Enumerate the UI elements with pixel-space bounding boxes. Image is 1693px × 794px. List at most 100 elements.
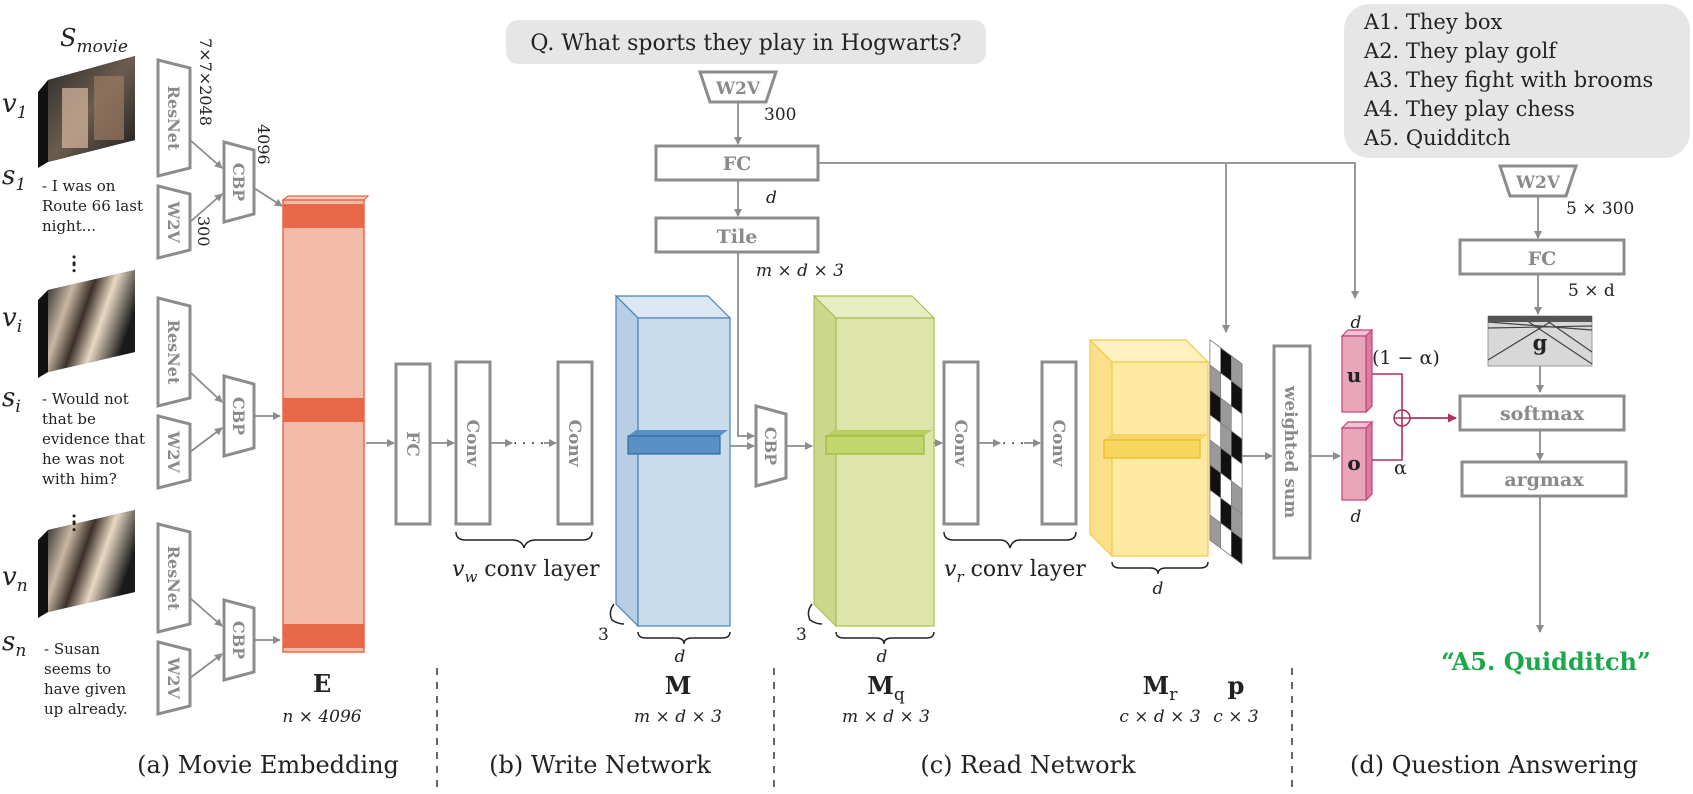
svg-text:u: u (1347, 363, 1362, 387)
Mr-label: Mr (1143, 671, 1179, 705)
svg-text:- Susan: - Susan (44, 640, 100, 658)
memory-Mr (1088, 338, 1210, 558)
svg-text:seems to: seems to (44, 660, 111, 678)
svg-text:ResNet: ResNet (164, 320, 183, 385)
embedding-row-1 (283, 204, 364, 228)
subtitle-1: - I was on Route 66 last night... (42, 177, 143, 235)
memory-Mq-slot (825, 435, 925, 455)
answer-item: A1. They box (1363, 10, 1502, 34)
encoder-group-1: ResNet W2V CBP 7×7×2048 300 4096 (156, 38, 283, 260)
p-label: p (1228, 671, 1245, 700)
E-dim: n × 4096 (282, 707, 361, 727)
svg-text:ResNet: ResNet (164, 546, 183, 611)
vn-label: vn (2, 562, 28, 596)
vw-conv-caption: vw conv layer (452, 557, 600, 586)
caption-read-network: (c) Read Network (920, 751, 1136, 779)
fc-block-write (394, 362, 432, 526)
embedding-row-n (283, 624, 364, 648)
one-minus-alpha: (1 − α) (1372, 347, 1440, 369)
svg-text:CBP: CBP (229, 163, 248, 201)
question-box (506, 20, 986, 64)
o-vector: o (1340, 420, 1374, 502)
E-label: E (313, 669, 331, 698)
answer-item: A2. They play golf (1363, 39, 1558, 63)
conv-dots-read: · · · (1002, 436, 1024, 452)
answers-list: A1. They box A2. They play golf A3. They… (1363, 10, 1653, 150)
resnet-block-1 (156, 58, 192, 178)
svg-text:that be: that be (42, 410, 96, 428)
cbp-block-1 (222, 140, 256, 224)
Mr-dim: c × d × 3 (1119, 707, 1200, 727)
svg-text:with him?: with him? (42, 470, 117, 488)
embedding-matrix-E (281, 195, 370, 653)
subtitle-i: - Would not that be evidence that he was… (42, 390, 145, 488)
answer-item: A4. They play chess (1363, 97, 1575, 121)
fc-block-answers (1458, 238, 1626, 276)
Mq-dim: m × d × 3 (842, 707, 930, 727)
svg-text:o: o (1347, 451, 1360, 475)
attention-cell (1231, 530, 1243, 565)
read-network-section: 3 d Mq m × d × 3 Conv · · · Conv vr conv… (796, 162, 1359, 727)
svg-text:g: g (1533, 330, 1548, 355)
svg-text:have given: have given (44, 680, 126, 698)
dim-5x300: 5 × 300 (1566, 199, 1634, 219)
svg-text:W2V: W2V (164, 430, 183, 473)
final-answer: “A5. Quidditch” (1441, 647, 1651, 676)
svg-text:W2V: W2V (715, 79, 761, 99)
si-label: si (2, 383, 21, 417)
svg-text:W2V: W2V (164, 200, 183, 243)
attention-p (1209, 339, 1243, 565)
svg-text:d: d (1351, 507, 1362, 527)
fc-dim-d: d (766, 188, 777, 208)
svg-text:ResNet: ResNet (164, 86, 183, 151)
g-matrix: g (1487, 315, 1593, 367)
s1-label: s1 (2, 161, 26, 195)
svg-text:3: 3 (598, 625, 609, 645)
svg-text:CBP: CBP (761, 427, 780, 465)
fc-block-question (654, 144, 820, 182)
w2v-block-n (156, 640, 192, 716)
embedding-row-i (283, 398, 364, 422)
w2v-question (697, 70, 779, 104)
w2v-answers (1497, 164, 1579, 198)
memory-M-slot (627, 435, 721, 455)
svg-text:Conv: Conv (462, 419, 482, 467)
dim-300-q: 300 (764, 105, 796, 125)
movie-title: Smovie (60, 24, 128, 57)
movie-embedding-section: Smovie v1 s1 vi si vn sn - I was on Rout… (2, 24, 370, 727)
svg-text:CBP: CBP (229, 397, 248, 435)
sn-label: sn (2, 627, 26, 661)
memory-Mr-slot (1103, 439, 1201, 459)
svg-text:Conv: Conv (950, 419, 970, 467)
v1-label: v1 (2, 89, 28, 123)
p-dim: c × 3 (1213, 707, 1258, 727)
caption-question-answering: (d) Question Answering (1350, 751, 1638, 779)
svg-text:3: 3 (796, 625, 807, 645)
caption-write-network: (b) Write Network (489, 751, 711, 779)
svg-text:evidence that: evidence that (42, 430, 145, 448)
encoder-group-i: ResNet W2V CBP (156, 296, 281, 490)
caption-movie-embedding: (a) Movie Embedding (137, 751, 399, 779)
conv-block-write-1 (454, 360, 492, 526)
vr-conv-caption: vr conv layer (944, 557, 1086, 586)
tile-dim: m × d × 3 (756, 261, 844, 281)
conv-block-write-2 (556, 360, 594, 526)
vi-label: vi (2, 303, 22, 337)
svg-text:FC: FC (1528, 248, 1557, 270)
cbp-dim: 4096 (254, 124, 273, 165)
ellipsis-bottom-2: : (70, 509, 78, 537)
softmax-block (1458, 394, 1626, 432)
svg-text:Conv: Conv (1048, 419, 1068, 467)
ellipsis-top-2: : (70, 250, 78, 278)
svg-text:W2V: W2V (164, 656, 183, 699)
M-label: M (665, 671, 692, 700)
alpha: α (1394, 457, 1407, 479)
memory-M (614, 294, 732, 628)
video-frame-1 (38, 56, 135, 168)
resnet-block-n (156, 522, 192, 634)
svg-text:FC: FC (402, 431, 422, 457)
svg-text:d: d (1153, 579, 1164, 599)
cbp-block-i (222, 374, 256, 458)
ellipsis-bottom: : (70, 503, 78, 531)
